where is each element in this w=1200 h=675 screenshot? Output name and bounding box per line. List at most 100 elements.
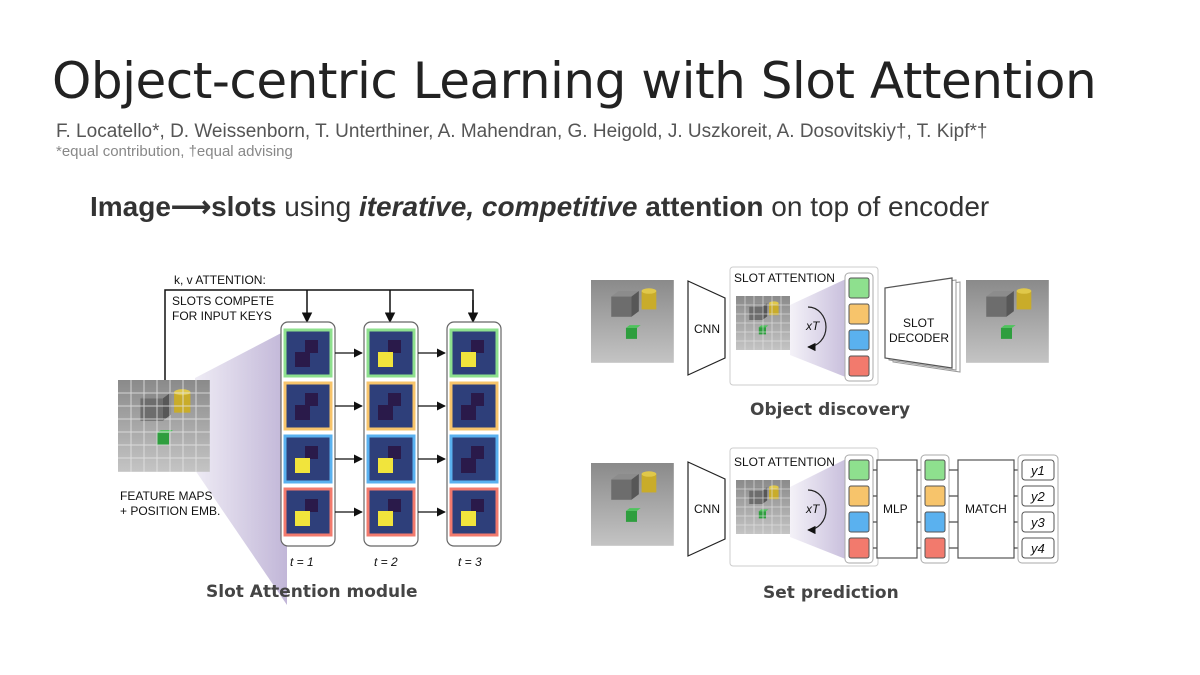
mask-object-b-orange-t1 xyxy=(295,405,310,420)
setpred-slot-blue xyxy=(848,511,870,533)
author-list: F. Locatello*, D. Weissenborn, T. Untert… xyxy=(56,121,988,142)
setpred-out-slot-red xyxy=(924,537,946,559)
setpred-slot-red xyxy=(848,537,870,559)
discovery-xT-label: xT xyxy=(805,319,821,333)
mask-object-blue-t2 xyxy=(388,446,401,459)
mask-object-b-red-t2 xyxy=(378,511,393,526)
decoder-label-2: DECODER xyxy=(889,331,949,345)
setpred-out-slot-green xyxy=(924,459,946,481)
discovery-cnn-label: CNN xyxy=(694,322,720,336)
target-y1 xyxy=(1021,459,1055,481)
mask-object-b-blue-t3 xyxy=(461,458,476,473)
target-y4 xyxy=(1021,537,1055,559)
target-label-y1: y1 xyxy=(1030,463,1045,478)
discovery-slot-orange xyxy=(848,303,870,325)
subtitle-iterative: iterative, competitive xyxy=(358,191,638,222)
slot-mask-red-t2 xyxy=(366,487,416,537)
discovery-cnn xyxy=(687,280,726,376)
slots-compete-label-2: FOR INPUT KEYS xyxy=(172,309,272,323)
target-y3 xyxy=(1021,511,1055,533)
t2-label: t = 2 xyxy=(374,555,398,569)
discovery-slot-green xyxy=(848,277,870,299)
mask-object-b-red-t1 xyxy=(295,511,310,526)
setpred-cnn-label: CNN xyxy=(694,502,720,516)
contribution-note: *equal contribution, †equal advising xyxy=(56,143,293,160)
setpred-attention-projection xyxy=(790,458,848,560)
subtitle-using: using xyxy=(276,191,359,222)
mask-object-red-t2 xyxy=(388,499,401,512)
setpred-slot-attention-label: SLOT ATTENTION xyxy=(734,455,835,469)
mask-object-b-green-t1 xyxy=(295,352,310,367)
mask-object-red-t3 xyxy=(471,499,484,512)
mask-object-green-t2 xyxy=(388,340,401,353)
subtitle-slots: slots xyxy=(211,191,277,222)
discovery-slot-attention-label: SLOT ATTENTION xyxy=(734,271,835,285)
mask-object-b-red-t3 xyxy=(461,511,476,526)
slide-subtitle: Image⟶slots using iterative, competitive… xyxy=(90,190,989,223)
t3-label: t = 3 xyxy=(458,555,482,569)
mask-object-orange-t1 xyxy=(305,393,318,406)
slots-compete-label-1: SLOTS COMPETE xyxy=(172,294,274,308)
targets-stack xyxy=(1017,454,1059,564)
feature-maps-label-2: + POSITION EMB. xyxy=(120,504,220,518)
mask-object-green-t1 xyxy=(305,340,318,353)
mask-object-b-blue-t2 xyxy=(378,458,393,473)
mask-object-b-orange-t2 xyxy=(378,405,393,420)
mask-object-b-blue-t1 xyxy=(295,458,310,473)
mask-object-b-green-t2 xyxy=(378,352,393,367)
mlp-box xyxy=(876,459,918,559)
subtitle-attention: attention xyxy=(645,191,764,222)
slide-title: Object-centric Learning with Slot Attent… xyxy=(52,52,1097,110)
discovery-input-image xyxy=(591,280,674,363)
discovery-feature-grid xyxy=(736,296,790,350)
mask-object-blue-t1 xyxy=(305,446,318,459)
mask-object-blue-t3 xyxy=(471,446,484,459)
setpred-slot-orange xyxy=(848,485,870,507)
module-caption: Slot Attention module xyxy=(206,582,418,602)
discovery-slot-stack xyxy=(844,272,874,382)
subtitle-tail: on top of encoder xyxy=(763,191,990,222)
attention-projection xyxy=(195,330,287,605)
mask-object-green-t3 xyxy=(471,340,484,353)
kv-attention-lines xyxy=(164,289,479,380)
discovery-slot-red xyxy=(848,355,870,377)
object-discovery-diagram: CNN SLOT ATTENTION xT SLOT DECODER Objec… xyxy=(591,266,1049,420)
kv-attention-label: k, v ATTENTION: xyxy=(174,273,266,287)
slot-attention-module: k, v ATTENTION: SLOTS COMPETE FOR INPUT … xyxy=(118,273,502,605)
mask-object-b-orange-t3 xyxy=(461,405,476,420)
feature-maps-label-1: FEATURE MAPS xyxy=(120,489,212,503)
mask-object-b-green-t3 xyxy=(461,352,476,367)
setpred-xT-label: xT xyxy=(805,502,821,516)
setpred-cnn xyxy=(687,461,726,557)
slot-decoder xyxy=(884,277,961,373)
setpred-iteration-arrow xyxy=(807,489,827,535)
match-box xyxy=(957,459,1015,559)
mask-object-orange-t2 xyxy=(388,393,401,406)
setpred-out-slot-blue xyxy=(924,511,946,533)
t1-label: t = 1 xyxy=(290,555,314,569)
setpred-caption: Set prediction xyxy=(763,583,899,603)
setpred-slot-green xyxy=(848,459,870,481)
discovery-iteration-arrow xyxy=(807,306,827,352)
subtitle-arrow: ⟶ xyxy=(170,191,212,222)
decoder-label-1: SLOT xyxy=(903,316,935,330)
setpred-out-slot-orange xyxy=(924,485,946,507)
setpred-feature-grid xyxy=(736,480,790,534)
setpred-slot-stack-2 xyxy=(920,454,950,564)
discovery-slot-blue xyxy=(848,329,870,351)
mlp-label: MLP xyxy=(883,502,908,516)
setpred-slot-stack xyxy=(844,454,874,564)
target-label-y2: y2 xyxy=(1030,489,1046,504)
discovery-output-image xyxy=(966,280,1049,363)
mask-object-red-t1 xyxy=(305,499,318,512)
setpred-input-image xyxy=(591,463,674,546)
set-prediction-diagram: CNN SLOT ATTENTION xT MLP MATCH y1 y2 y3 y4… xyxy=(591,447,1059,603)
match-label: MATCH xyxy=(965,502,1007,516)
discovery-attention-projection xyxy=(790,278,848,378)
feature-map-grid xyxy=(118,380,210,472)
target-label-y4: y4 xyxy=(1030,541,1045,556)
discovery-caption: Object discovery xyxy=(750,400,910,420)
target-label-y3: y3 xyxy=(1030,515,1046,530)
timestep-columns xyxy=(280,321,502,547)
